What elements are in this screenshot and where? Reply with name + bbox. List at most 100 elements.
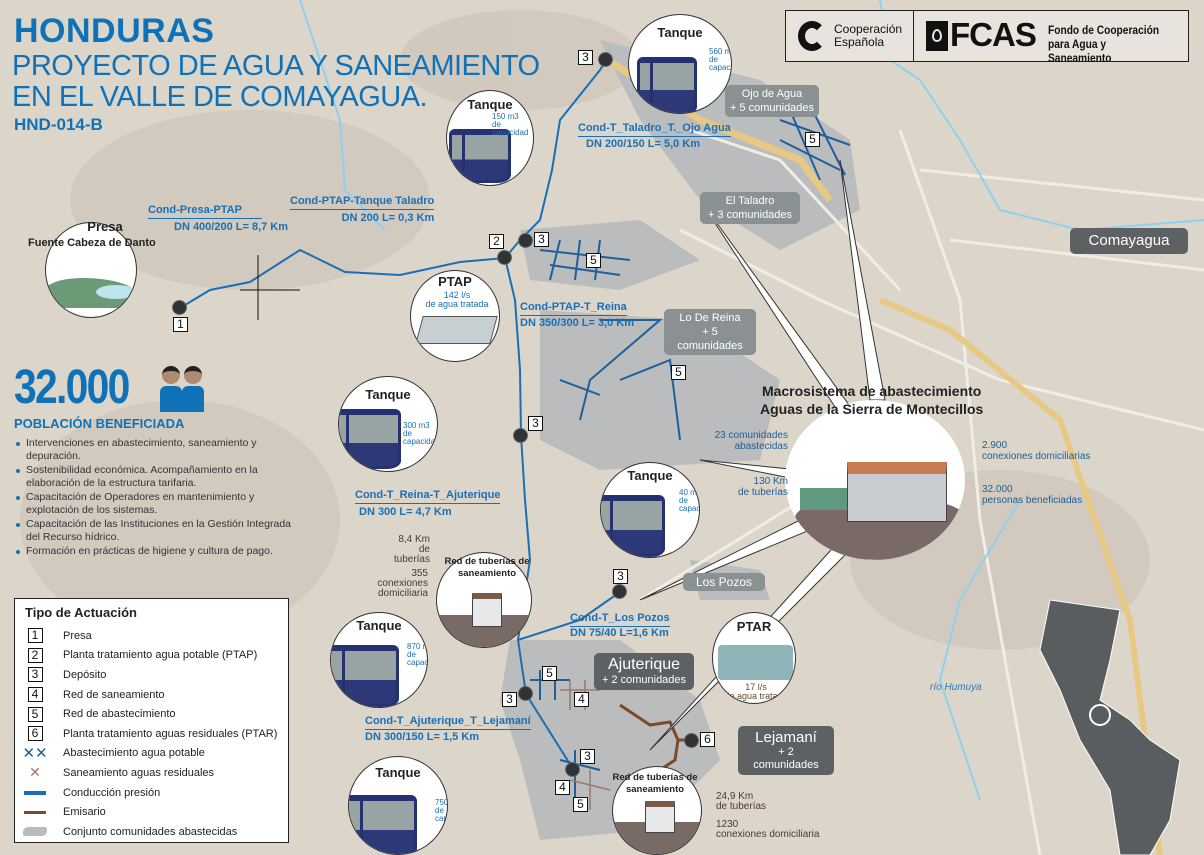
bullet-item: Sostenibilidad económica. Acompañamiento… bbox=[14, 464, 294, 489]
macro-stat-value: 2.900 bbox=[982, 440, 1008, 451]
marker-code: 1 bbox=[173, 317, 188, 332]
legend-label: Planta tratamiento agua potable (PTAP) bbox=[63, 649, 258, 662]
tank-capacity-label: de capacidad bbox=[407, 650, 428, 667]
community-name: Lo De Reina bbox=[679, 312, 741, 324]
tank-title: Tanque bbox=[365, 387, 411, 402]
site-marker[interactable] bbox=[518, 686, 533, 701]
city-comayagua: Comayagua bbox=[1070, 228, 1188, 254]
title-line-1: PROYECTO DE AGUA Y SANEAMIENTO bbox=[12, 50, 540, 82]
legend-code: 3 bbox=[27, 667, 43, 683]
legend-label: Red de abastecimiento bbox=[63, 708, 176, 721]
sanitation-bubble-ajuterique bbox=[436, 552, 532, 648]
site-marker[interactable] bbox=[497, 250, 512, 265]
site-marker[interactable] bbox=[513, 428, 528, 443]
community-name: Ojo de Agua bbox=[741, 88, 803, 100]
site-marker[interactable] bbox=[518, 233, 533, 248]
inset-map-americas bbox=[1039, 599, 1181, 855]
tank-title: Tanque bbox=[467, 97, 513, 112]
community-extra: + 2 comunidades bbox=[601, 674, 687, 686]
macro-title-2: Aguas de la Sierra de Montecillos bbox=[760, 401, 984, 417]
macro-stat-label: personas beneficiadas bbox=[982, 495, 1083, 506]
san1-conn-label2: domiciliaria bbox=[377, 588, 428, 599]
community-area-icon bbox=[23, 827, 47, 837]
tank-capacity-label: de capacidad bbox=[709, 55, 732, 72]
house-icon bbox=[847, 462, 947, 522]
community-lo-de-reina: Lo De Reina+ 5 comunidades bbox=[664, 309, 756, 355]
sanitation-network-icon: ✕ bbox=[29, 764, 41, 781]
community-ojo-de-agua: Ojo de Agua + 5 comunidades bbox=[725, 85, 819, 117]
site-marker[interactable] bbox=[565, 762, 580, 777]
presa-subtitle: Fuente Cabeza de Danto bbox=[28, 237, 156, 249]
emissary-icon bbox=[24, 810, 46, 814]
marker-code: 5 bbox=[573, 797, 588, 812]
tank-capacity: 300 m3 bbox=[403, 421, 430, 430]
legend-label: Presa bbox=[63, 629, 92, 642]
tank-capacity: 870 m3 bbox=[407, 642, 427, 651]
site-marker[interactable] bbox=[684, 733, 699, 748]
community-name: Ajuterique bbox=[607, 656, 681, 673]
tank-icon bbox=[449, 129, 511, 183]
community-extra: + 5 comunidades bbox=[729, 102, 815, 114]
tank-icon bbox=[339, 409, 401, 469]
marker-code: 5 bbox=[586, 253, 601, 268]
fcas-line-1: Fondo de Cooperación bbox=[1048, 23, 1160, 37]
house-icon bbox=[645, 801, 675, 833]
tank-capacity-label: de capacidad bbox=[679, 496, 700, 513]
ptar-plant-illustration bbox=[718, 645, 793, 680]
site-marker[interactable] bbox=[172, 300, 187, 315]
pipe-name: Cond-T_Los Pozos bbox=[570, 612, 670, 624]
tank-title: Tanque bbox=[627, 468, 673, 483]
roads bbox=[639, 128, 1204, 855]
pipe-name: Cond-PTAP-Tanque Taladro bbox=[290, 195, 435, 207]
marker-code: 3 bbox=[502, 692, 517, 707]
sanitation-bubble-lejamani bbox=[612, 766, 702, 855]
macro-pointers bbox=[639, 159, 886, 751]
tank-icon bbox=[637, 57, 697, 113]
tank-capacity: 560 m3 bbox=[709, 47, 732, 56]
coop-line-2: Española bbox=[834, 35, 885, 49]
supply-network-icon: ✕✕ bbox=[22, 745, 48, 763]
marker-code: 2 bbox=[489, 234, 504, 249]
bullet-item: Capacitación de las Instituciones en la … bbox=[14, 518, 294, 543]
marker-code: 3 bbox=[578, 50, 593, 65]
legend-label: Abastecimiento agua potable bbox=[63, 747, 205, 760]
sanitation-title: Red de tuberías de saneamiento bbox=[444, 556, 530, 579]
marker-code: 3 bbox=[534, 232, 549, 247]
marker-code: 4 bbox=[574, 692, 589, 707]
tank-capacity-label: de capacidad bbox=[492, 120, 529, 137]
macro-stat-label: conexiones domiciliarias bbox=[982, 451, 1091, 462]
water-drop-icon bbox=[926, 21, 948, 51]
ptap-flow: 142 l/s bbox=[443, 290, 471, 300]
house-icon bbox=[472, 593, 502, 627]
macro-stat-value: 130 Km bbox=[753, 476, 788, 487]
macro-stat-value: 23 comunidades bbox=[714, 430, 788, 441]
tank-title: Tanque bbox=[356, 618, 402, 633]
legend-label: Conjunto comunidades abastecidas bbox=[63, 825, 238, 838]
san2-km-label: de tuberías bbox=[716, 801, 767, 812]
community-el-taladro: El Taladro+ 3 comunidades bbox=[700, 192, 800, 224]
fcas-logo-text: FCAS bbox=[950, 16, 1037, 53]
macro-stat-label: de tuberías bbox=[737, 487, 788, 498]
ptap-title: PTAP bbox=[438, 274, 472, 289]
site-marker[interactable] bbox=[612, 584, 627, 599]
population-count: 32.000 bbox=[14, 361, 130, 414]
intervention-list: Intervenciones en abastecimiento, saneam… bbox=[14, 437, 294, 560]
bullet-item: Capacitación de Operadores en mantenimie… bbox=[14, 491, 294, 516]
site-marker[interactable] bbox=[598, 52, 613, 67]
san1-conn-label: conexiones bbox=[377, 578, 428, 589]
